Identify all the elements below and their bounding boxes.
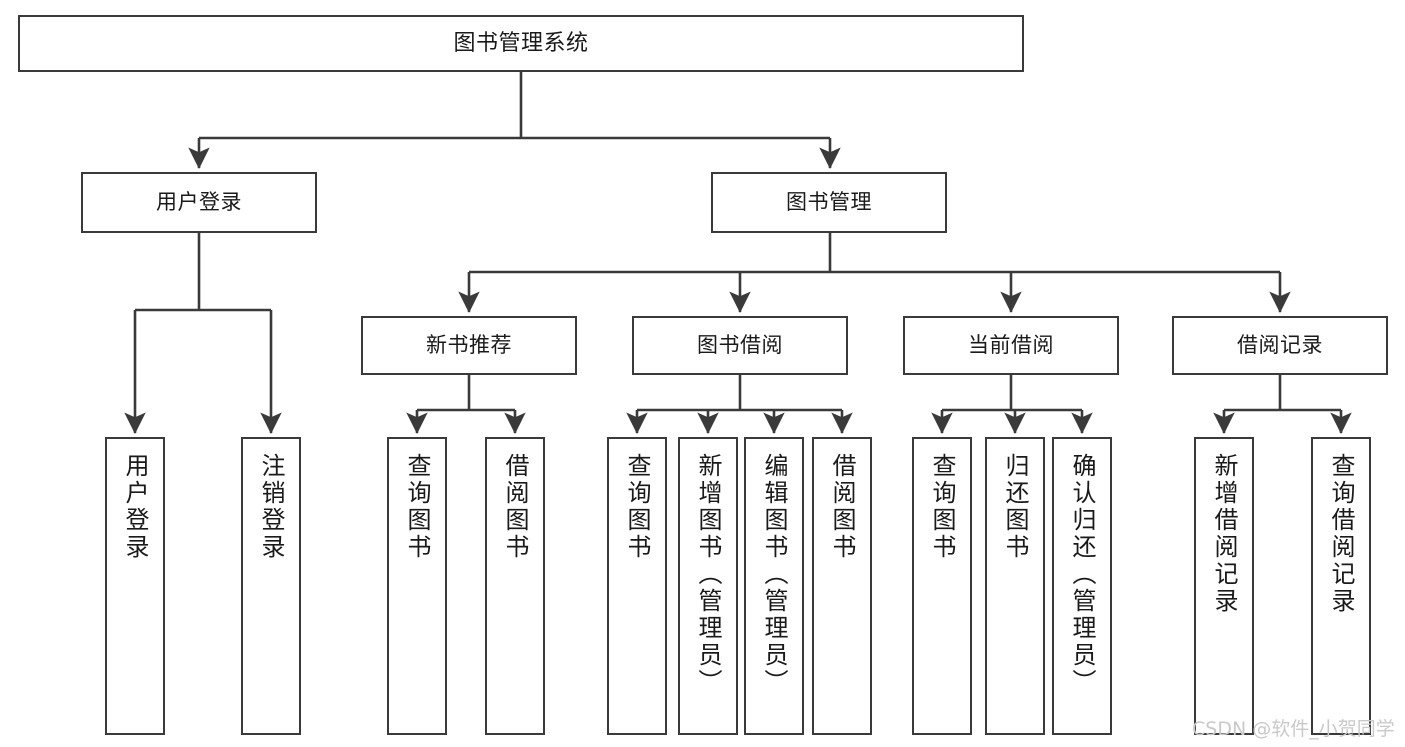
- node-new-book-recommend-label: 新书推荐: [426, 333, 512, 358]
- node-leaf-query-borrow-record-label: 查询借阅记录: [1327, 453, 1355, 615]
- node-leaf-borrow-book-1-label: 借阅图书: [501, 453, 529, 561]
- node-leaf-add-book-admin-label: 新增图书（管理员）: [694, 453, 722, 696]
- node-leaf-add-book-admin[interactable]: 新增图书（管理员）: [678, 437, 738, 735]
- node-leaf-add-borrow-record[interactable]: 新增借阅记录: [1194, 437, 1254, 735]
- node-leaf-borrow-book-1[interactable]: 借阅图书: [485, 437, 545, 735]
- node-leaf-query-book-2-label: 查询图书: [623, 453, 651, 561]
- node-user-login[interactable]: 用户登录: [81, 172, 317, 233]
- node-root-system-label: 图书管理系统: [453, 30, 589, 56]
- node-leaf-query-book-3[interactable]: 查询图书: [912, 437, 972, 735]
- node-leaf-query-book-1-label: 查询图书: [403, 453, 431, 561]
- node-book-manage-label: 图书管理: [786, 190, 872, 215]
- node-current-borrow-label: 当前借阅: [968, 333, 1054, 358]
- node-leaf-edit-book-admin[interactable]: 编辑图书（管理员）: [744, 437, 804, 735]
- node-leaf-confirm-return-label: 确认归还（管理员）: [1068, 453, 1096, 696]
- node-leaf-borrow-book-2-label: 借阅图书: [828, 453, 856, 561]
- node-root-system[interactable]: 图书管理系统: [18, 15, 1024, 72]
- node-leaf-return-book[interactable]: 归还图书: [985, 437, 1045, 735]
- node-borrow-record[interactable]: 借阅记录: [1172, 316, 1388, 375]
- node-leaf-query-book-2[interactable]: 查询图书: [607, 437, 667, 735]
- node-leaf-user-login-label: 用户登录: [121, 453, 149, 561]
- node-user-login-label: 用户登录: [156, 190, 242, 215]
- node-leaf-user-login[interactable]: 用户登录: [105, 437, 165, 735]
- node-leaf-logout-login-label: 注销登录: [257, 453, 285, 561]
- node-leaf-query-borrow-record[interactable]: 查询借阅记录: [1311, 437, 1371, 735]
- node-leaf-add-borrow-record-label: 新增借阅记录: [1210, 453, 1238, 615]
- csdn-watermark: CSDN @软件_小贺同学: [1192, 718, 1395, 740]
- node-leaf-logout-login[interactable]: 注销登录: [241, 437, 301, 735]
- node-leaf-edit-book-admin-label: 编辑图书（管理员）: [760, 453, 788, 696]
- node-new-book-recommend[interactable]: 新书推荐: [361, 316, 577, 375]
- node-current-borrow[interactable]: 当前借阅: [903, 316, 1119, 375]
- node-leaf-borrow-book-2[interactable]: 借阅图书: [812, 437, 872, 735]
- node-leaf-query-book-3-label: 查询图书: [928, 453, 956, 561]
- node-book-borrow[interactable]: 图书借阅: [632, 316, 848, 375]
- node-borrow-record-label: 借阅记录: [1237, 333, 1323, 358]
- node-leaf-return-book-label: 归还图书: [1001, 453, 1029, 561]
- node-book-borrow-label: 图书借阅: [697, 333, 783, 358]
- node-leaf-query-book-1[interactable]: 查询图书: [387, 437, 447, 735]
- node-book-manage[interactable]: 图书管理: [711, 172, 947, 233]
- node-leaf-confirm-return[interactable]: 确认归还（管理员）: [1052, 437, 1112, 735]
